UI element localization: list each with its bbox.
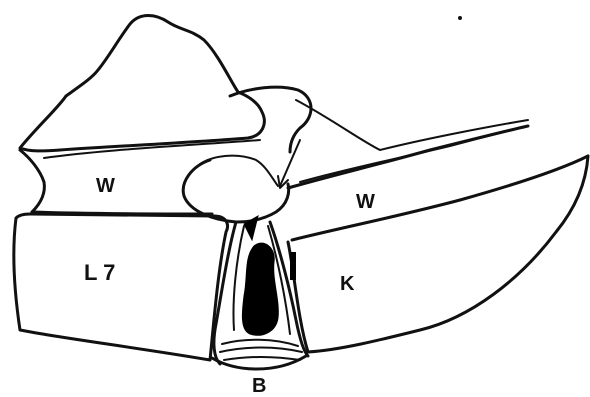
label-w-lower: W (356, 191, 375, 213)
upper-bone-outline (20, 16, 264, 151)
b-band-line-2 (220, 348, 302, 353)
nerve-root-tip (244, 216, 258, 240)
marker-bar (290, 252, 296, 280)
label-l7: L 7 (84, 260, 115, 285)
b-band-line-3 (224, 357, 300, 360)
l7-vertebra-outline (14, 214, 228, 360)
articular-hook-inner (200, 156, 278, 186)
lower-w-region-top-2 (300, 130, 512, 182)
label-w-upper: W (96, 175, 115, 197)
speck (458, 16, 462, 20)
lower-w-top-edge (296, 100, 528, 150)
label-b: B (252, 375, 266, 397)
k-body-outline (288, 156, 588, 352)
label-k: K (340, 273, 355, 295)
upper-w-region-outline (20, 150, 44, 212)
nerve-root-mass (242, 243, 278, 335)
b-band-line-1 (222, 340, 298, 346)
articular-hook-outline (183, 160, 288, 222)
lower-w-region-bottom (292, 156, 588, 240)
